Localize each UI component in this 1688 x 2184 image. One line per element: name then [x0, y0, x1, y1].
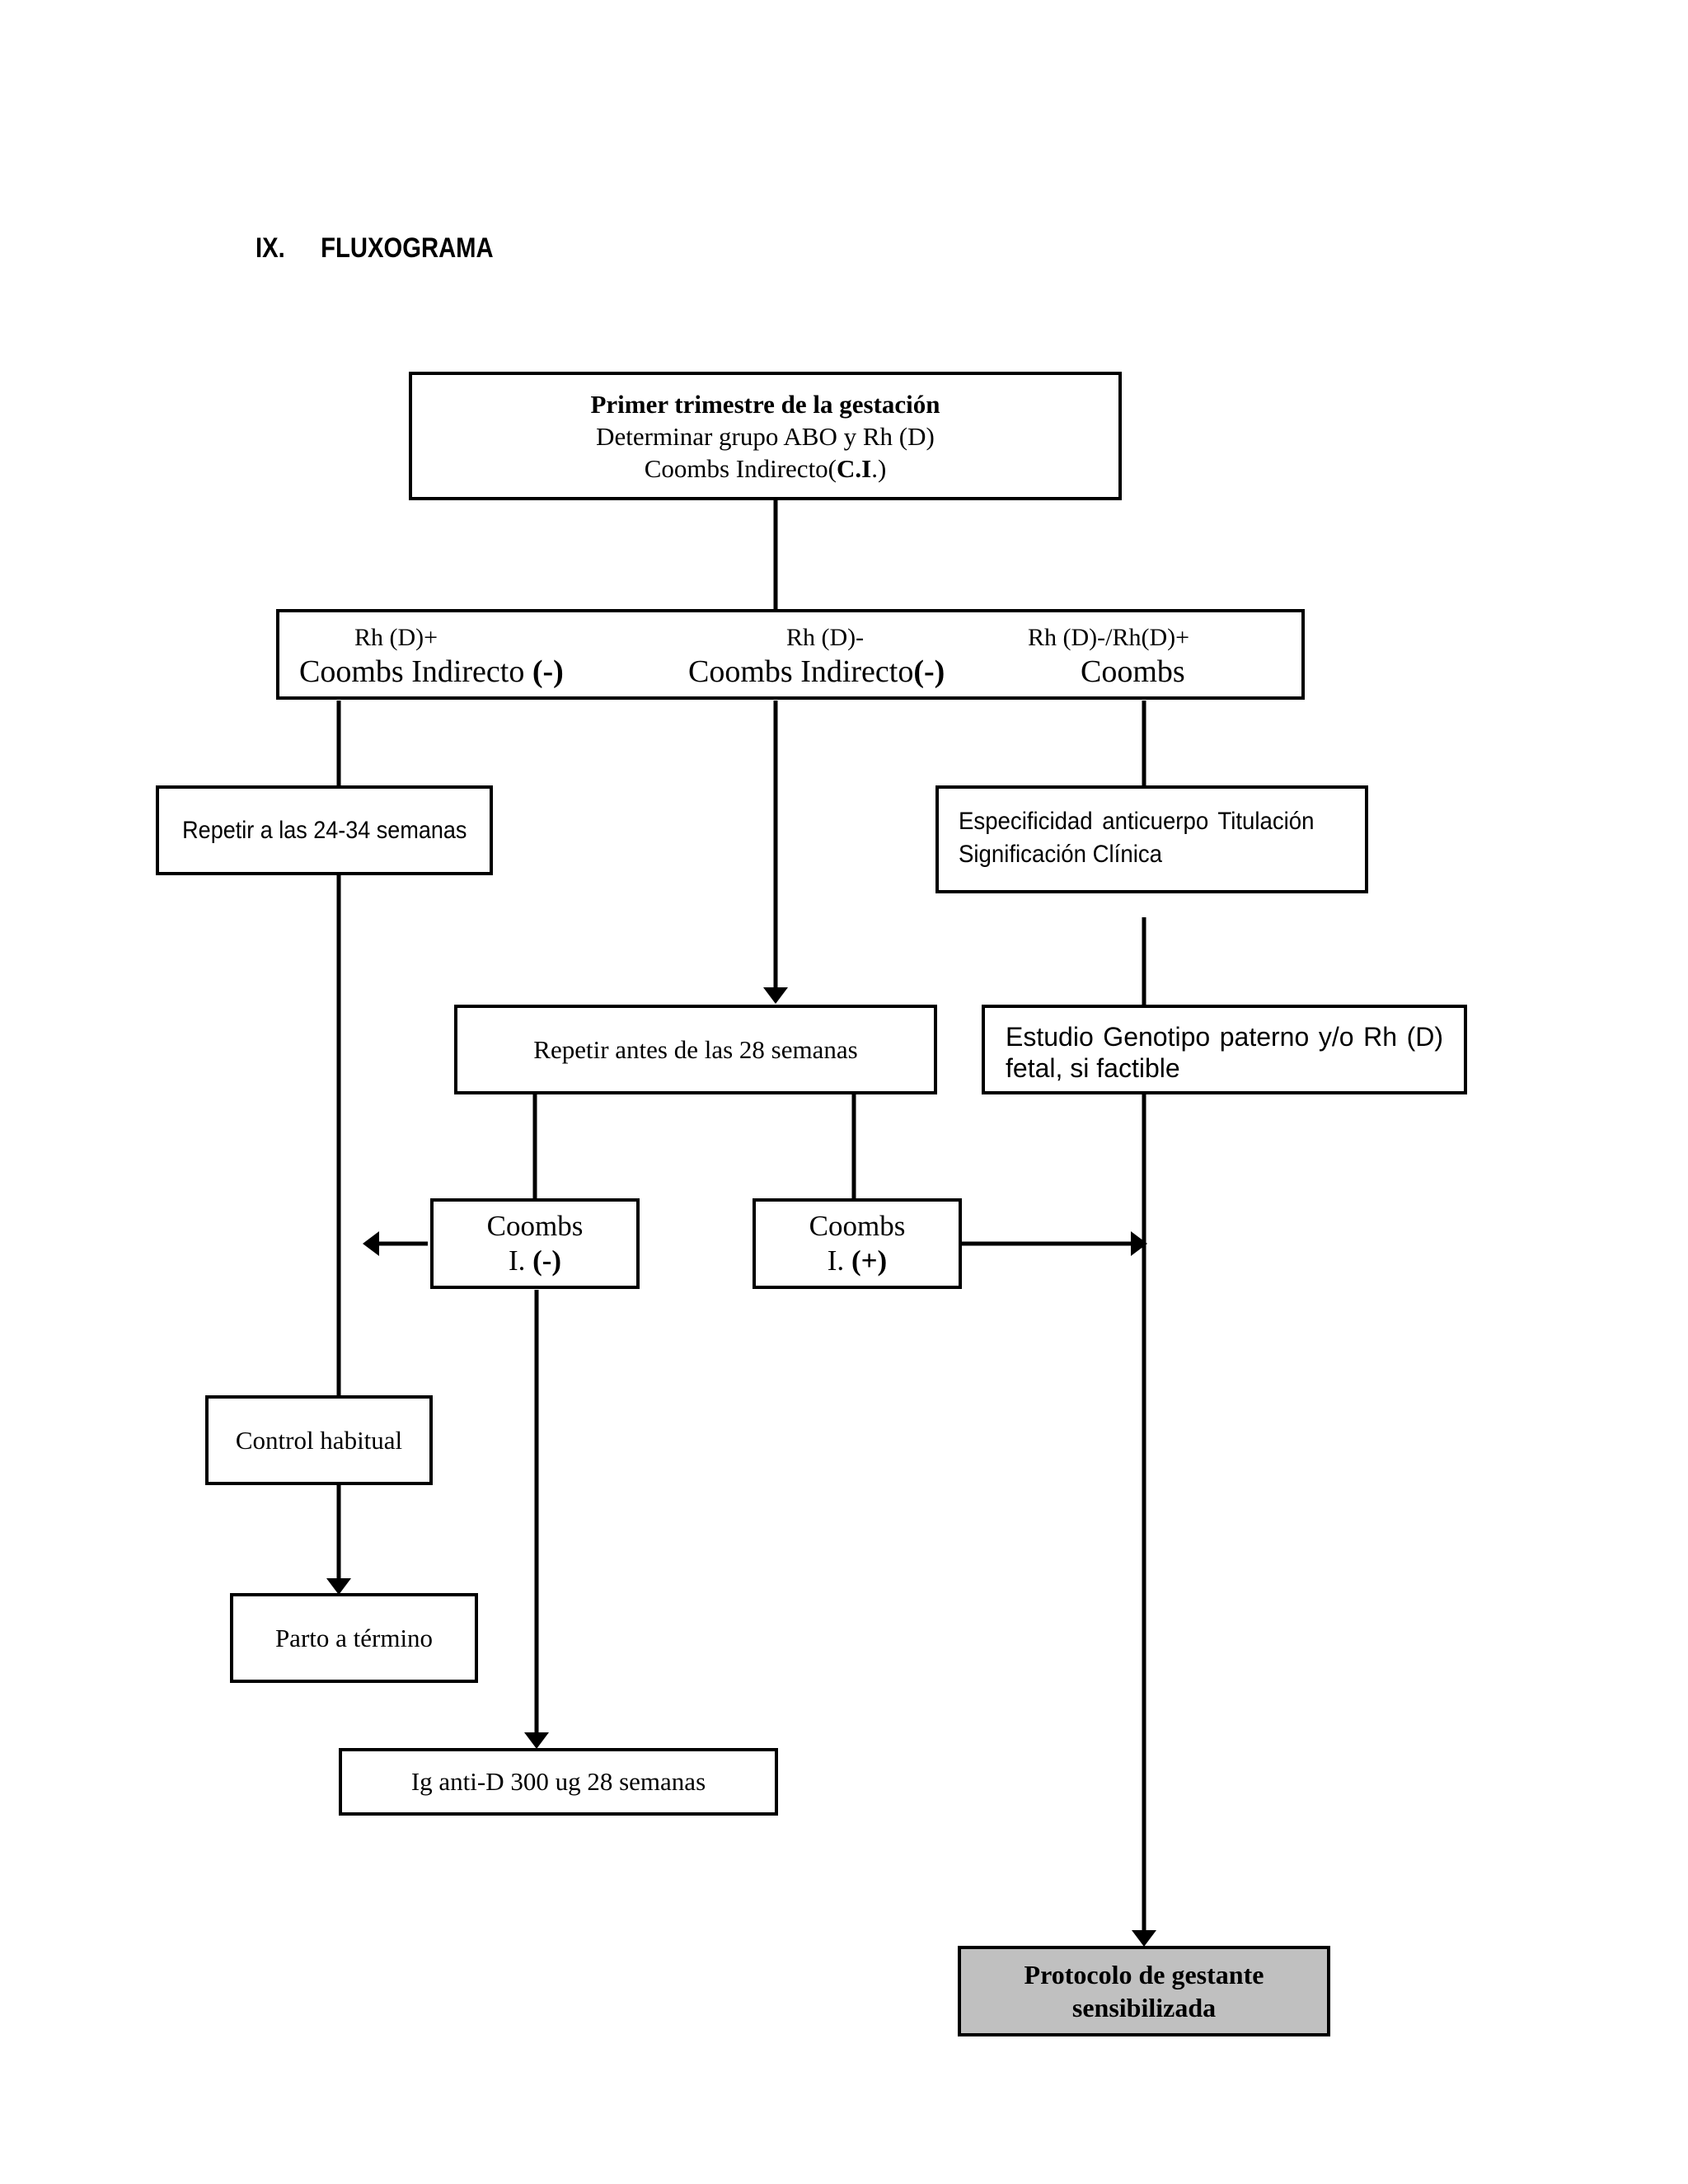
branch-b-rh: Rh (D)-: [786, 624, 865, 651]
ig-anti-d-node: Ig anti-D 300 ug 28 semanas: [339, 1748, 778, 1816]
arrowhead-right-to-protocol-line: [1131, 1231, 1147, 1256]
protocol-node: Protocolo de gestante sensibilizada: [958, 1946, 1330, 2036]
branches-node: Rh (D)+ Coombs Indirecto (-) Rh (D)- Coo…: [276, 609, 1305, 700]
branch-a-sign: (-): [532, 654, 564, 689]
branch-c-coombs: Coombs: [1081, 654, 1185, 689]
control-label: Control habitual: [235, 1425, 403, 1455]
branch-c-rh: Rh (D)-/Rh(D)+: [1028, 624, 1190, 651]
coombs-positive-sign: (+): [851, 1244, 888, 1277]
branch-a-rh: Rh (D)+: [354, 624, 438, 651]
repeat-24-34-node: Repetir a las 24-34 semanas: [156, 785, 493, 875]
section-title: FLUXOGRAMA: [321, 232, 494, 264]
coombs-negative-line-1: Coombs: [486, 1210, 584, 1242]
branch-a-coombs-label: Coombs Indirecto: [299, 654, 532, 689]
branch-b-coombs-label: Coombs Indirecto: [688, 654, 914, 689]
branch-b-sign: (-): [913, 654, 945, 689]
start-title: Primer trimestre de la gestación: [590, 389, 940, 419]
genotype-label: Estudio Genotipo paterno y/o Rh (D) feta…: [1006, 1022, 1443, 1083]
genotype-node: Estudio Genotipo paterno y/o Rh (D) feta…: [982, 1005, 1467, 1094]
coombs-positive-line-1: Coombs: [809, 1210, 906, 1242]
arrowhead-left-to-control: [363, 1231, 379, 1256]
coombs-negative-prefix: I.: [508, 1244, 533, 1277]
branch-a-coombs: Coombs Indirecto (-): [299, 654, 564, 690]
arrowhead-to-repeat-28: [763, 987, 788, 1004]
repeat-28-node: Repetir antes de las 28 semanas: [454, 1005, 937, 1094]
start-coombs-prefix: Coombs Indirecto(: [644, 453, 837, 483]
start-coombs-ci: C.I: [837, 453, 872, 483]
start-line-abo-rh: Determinar grupo ABO y Rh (D): [596, 421, 935, 451]
section-number: IX.: [256, 232, 285, 264]
coombs-negative-node: Coombs I. (-): [430, 1198, 640, 1289]
parto-node: Parto a término: [230, 1593, 478, 1683]
repeat-28-label: Repetir antes de las 28 semanas: [533, 1034, 858, 1064]
ig-anti-d-label: Ig anti-D 300 ug 28 semanas: [410, 1767, 706, 1796]
branch-b-coombs: Coombs Indirecto(-): [688, 654, 945, 690]
protocol-line-2: sensibilizada: [1071, 1993, 1217, 2022]
coombs-positive-node: Coombs I. (+): [753, 1198, 962, 1289]
coombs-positive-line-2: I. (+): [828, 1244, 887, 1278]
arrowhead-to-parto: [326, 1578, 351, 1595]
protocol-line-1: Protocolo de gestante: [1024, 1960, 1264, 1990]
coombs-negative-line-2: I. (-): [509, 1244, 561, 1278]
start-coombs-suffix: .): [871, 453, 887, 483]
control-node: Control habitual: [205, 1395, 433, 1485]
arrowhead-to-protocol: [1132, 1930, 1156, 1947]
antibody-line-1: Especificidad anticuerpo Titulación: [959, 808, 1315, 835]
start-line-coombs: Coombs Indirecto(C.I.): [645, 452, 887, 485]
antibody-line-2: Significación Clínica: [959, 841, 1162, 868]
antibody-node: Especificidad anticuerpo Titulación Sign…: [935, 785, 1368, 893]
section-heading: IX. FLUXOGRAMA: [256, 232, 494, 265]
arrowhead-to-ig-anti-d: [524, 1732, 549, 1749]
parto-label: Parto a término: [274, 1623, 434, 1652]
repeat-24-34-label: Repetir a las 24-34 semanas: [181, 816, 467, 844]
start-node: Primer trimestre de la gestación Determi…: [409, 372, 1122, 500]
coombs-negative-sign: (-): [532, 1244, 562, 1277]
coombs-positive-prefix: I.: [827, 1244, 851, 1277]
